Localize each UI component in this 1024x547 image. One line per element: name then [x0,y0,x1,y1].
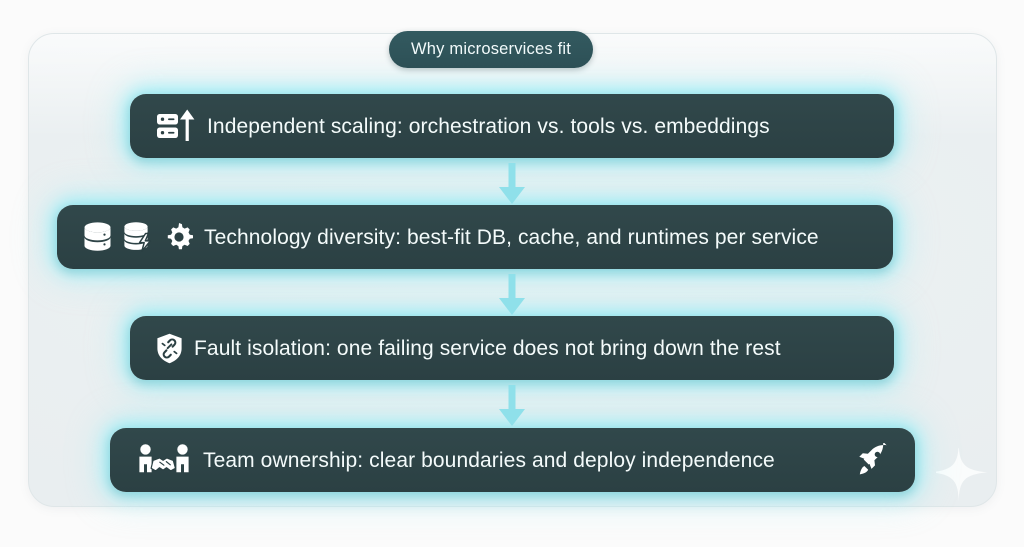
down-arrow-icon [499,163,525,204]
down-arrow-icon [499,274,525,315]
flow-step-label: Team ownership: clear boundaries and dep… [203,448,775,472]
flow-step-independent-scaling[interactable]: Independent scaling: orchestration vs. t… [130,94,894,158]
shield-broken-link-icon [156,333,183,364]
gear-icon [165,223,193,251]
flow-step-label: Fault isolation: one failing service doe… [194,336,781,360]
rocket-icon [855,443,889,477]
handshake-team-icon [136,443,192,477]
flow-step-fault-isolation[interactable]: Fault isolation: one failing service doe… [130,316,894,380]
page-title: Why microservices fit [411,40,572,58]
cache-database-bolt-icon [123,222,154,252]
database-icon [83,222,112,252]
down-arrow-icon [499,385,525,426]
flow-step-label: Technology diversity: best-fit DB, cache… [204,225,819,249]
diagram-title-pill: Why microservices fit [389,31,594,68]
flow-step-label: Independent scaling: orchestration vs. t… [207,114,770,138]
flow-step-technology-diversity[interactable]: Technology diversity: best-fit DB, cache… [57,205,893,269]
flow-step-team-ownership[interactable]: Team ownership: clear boundaries and dep… [110,428,915,492]
server-rack-up-arrow-icon [156,109,196,143]
